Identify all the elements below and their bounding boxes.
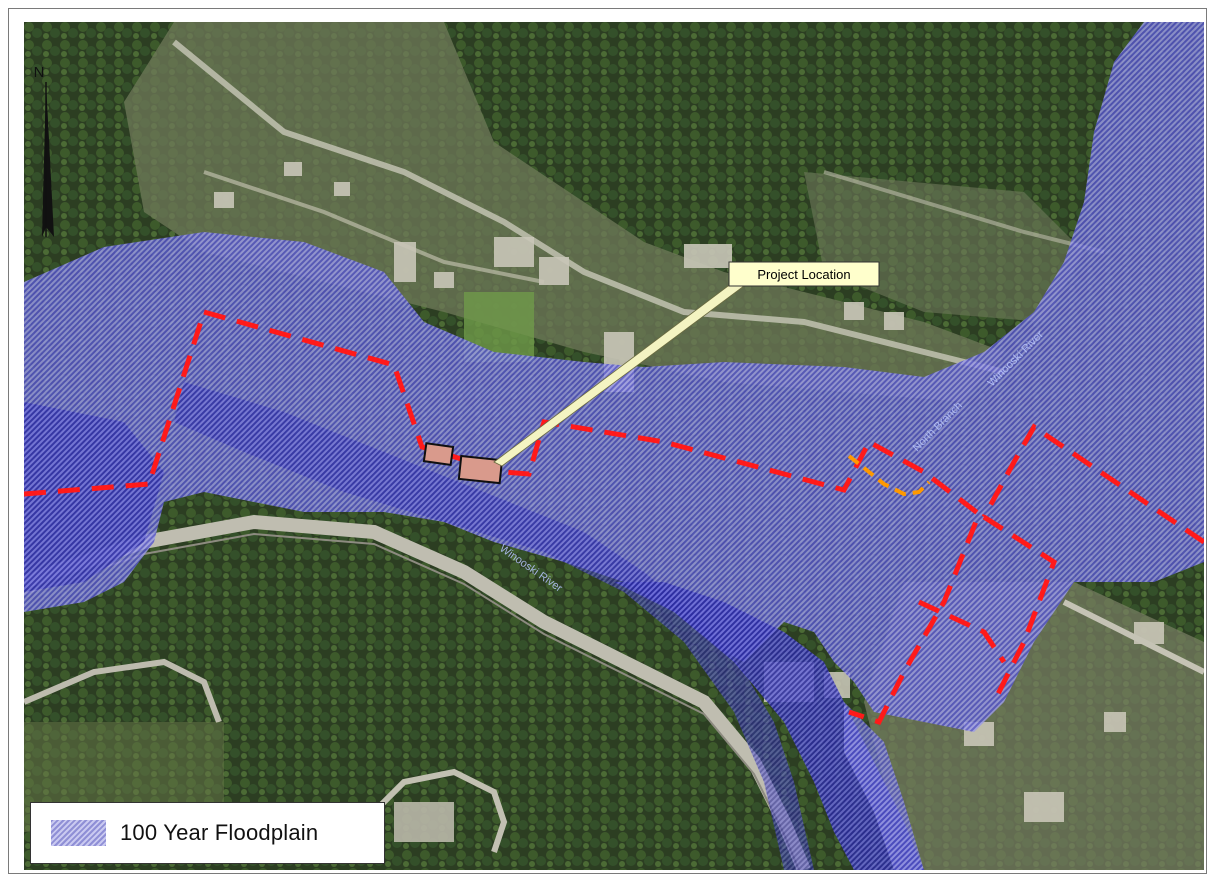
callout-label: Project Location [757,267,850,282]
road-ne [823,170,1105,254]
floodplain-river-channel [174,382,814,870]
project-parcel-east[interactable] [457,454,504,485]
orange-dashed-line [847,454,931,497]
road-north-2 [203,170,545,284]
callout-box [728,261,880,287]
project-parcel-west[interactable] [422,442,455,466]
map-view[interactable]: Project Location North Branch Winooski R… [24,22,1204,870]
parking-south [394,802,454,842]
highway-south-edge [24,532,800,870]
north-arrow-label: N [34,64,45,81]
map-canvas[interactable]: Project Location North Branch Winooski R… [24,22,1204,870]
floodplain-river-south [614,582,924,870]
legend-label-floodplain: 100 Year Floodplain [120,820,319,845]
north-arrow-icon [42,82,54,237]
road-southwest [24,658,222,724]
map-legend: 100 Year Floodplain [30,802,385,864]
urban-area-north [124,22,1004,402]
north-arrow: N [34,64,54,237]
floodplain-southeast-branch [844,702,924,870]
study-area-boundary [24,308,1204,726]
floodplain-swatch-icon [51,820,106,846]
floodplain-west-strip [24,402,164,592]
road-east [1062,599,1204,675]
road-loop-south [361,768,508,853]
road-north [172,39,1005,375]
project-parcels[interactable] [422,442,504,485]
project-location-callout[interactable]: Project Location [728,261,880,287]
